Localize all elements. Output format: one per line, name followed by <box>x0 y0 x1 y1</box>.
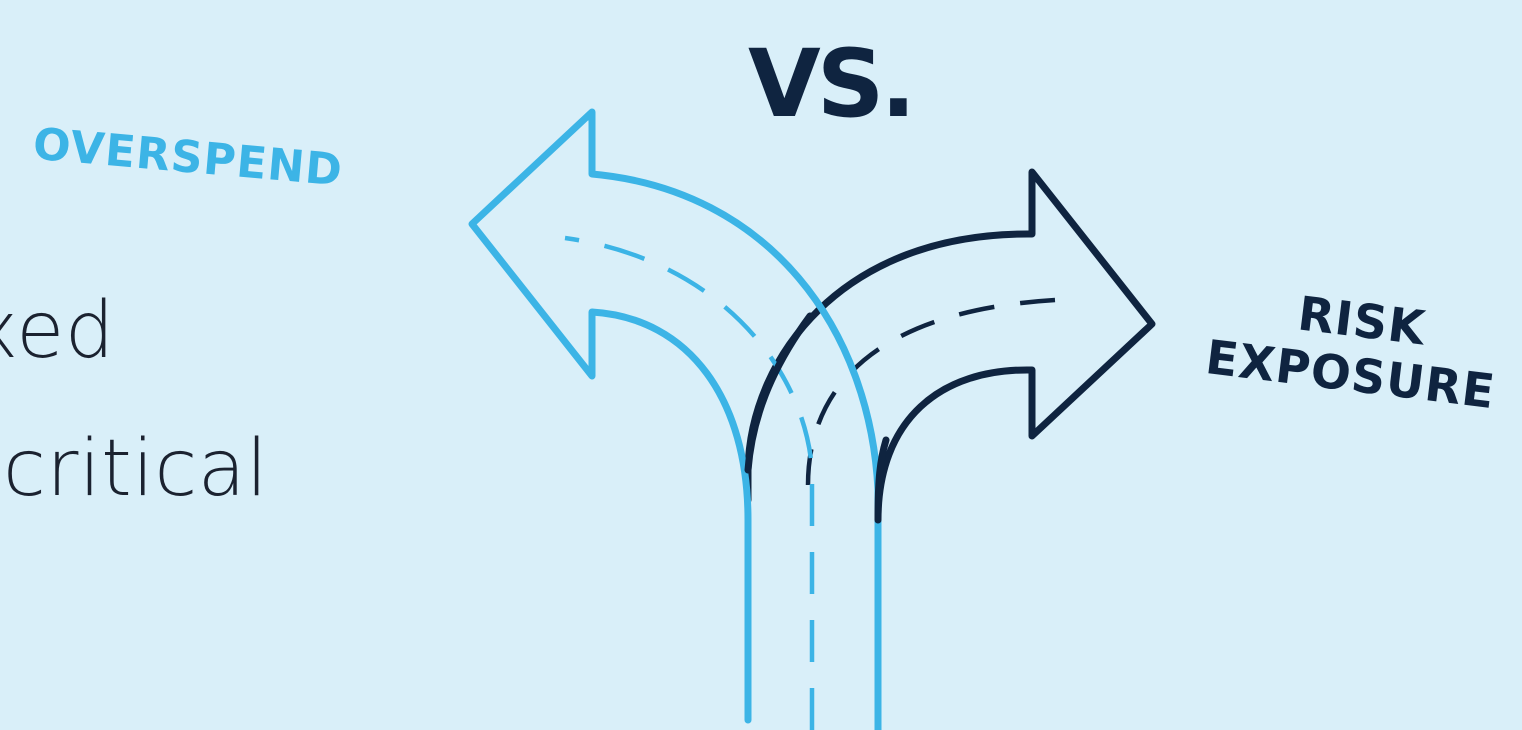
vs-label: VS. <box>748 30 912 139</box>
overspend-label: OVERSPEND <box>31 119 345 197</box>
curved-left-arrow-icon <box>472 112 878 730</box>
curved-right-arrow-icon <box>748 172 1152 520</box>
